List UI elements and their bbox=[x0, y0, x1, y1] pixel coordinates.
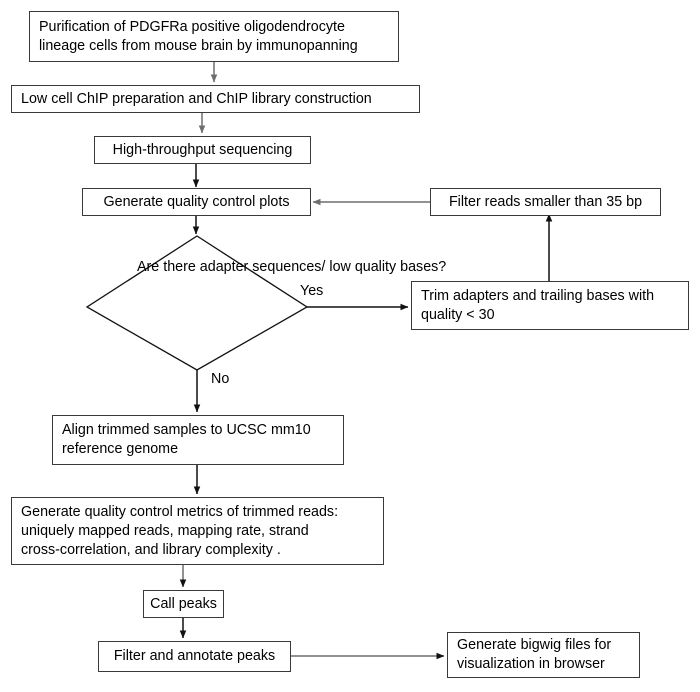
decision-line-1: Are there bbox=[137, 259, 196, 275]
node-trim-adapters[interactable]: Trim adapters and trailing bases with qu… bbox=[411, 281, 689, 330]
node-qc-plots-line-1: Generate quality control plots bbox=[103, 193, 290, 210]
node-chip-prep[interactable]: Low cell ChIP preparation and ChIP libra… bbox=[11, 85, 420, 113]
decision-diamond-shape bbox=[85, 235, 309, 371]
node-qc-metrics-line-2: uniquely mapped reads, mapping rate, str… bbox=[21, 522, 309, 539]
node-trim-adapters-line-1: Trim adapters and trailing bases with bbox=[421, 287, 655, 304]
node-qc-metrics-line-3: cross-correlation, and library complexit… bbox=[21, 541, 281, 558]
node-filter-annotate-line-1: Filter and annotate peaks bbox=[113, 648, 276, 664]
node-filter-annotate[interactable]: Filter and annotate peaks bbox=[98, 641, 291, 672]
decision-line-5: bases? bbox=[400, 259, 447, 275]
node-sequencing-line-1: High-throughput sequencing bbox=[112, 141, 293, 158]
node-align[interactable]: Align trimmed samples to UCSC mm10 refer… bbox=[52, 415, 344, 465]
node-qc-metrics[interactable]: Generate quality control metrics of trim… bbox=[11, 497, 384, 565]
node-sequencing[interactable]: High-throughput sequencing bbox=[94, 136, 311, 164]
decision-line-4: low quality bbox=[329, 259, 397, 275]
node-qc-plots[interactable]: Generate quality control plots bbox=[82, 188, 311, 216]
edge-label-yes: Yes bbox=[300, 283, 324, 299]
node-purification-line-2: lineage cells from mouse brain by immuno… bbox=[39, 37, 358, 54]
node-call-peaks[interactable]: Call peaks bbox=[143, 590, 224, 618]
node-trim-adapters-line-2: quality < 30 bbox=[421, 306, 495, 323]
node-chip-prep-line-1: Low cell ChIP preparation and ChIP libra… bbox=[21, 90, 372, 107]
node-qc-metrics-line-1: Generate quality control metrics of trim… bbox=[21, 503, 339, 520]
node-filter-reads-line-1: Filter reads smaller than 35 bp bbox=[448, 193, 643, 210]
edge-label-no: No bbox=[211, 371, 230, 387]
decision-line-3: sequences/ bbox=[252, 259, 326, 275]
node-call-peaks-line-1: Call peaks bbox=[150, 595, 217, 612]
node-bigwig-line-1: Generate bigwig files for bbox=[457, 637, 612, 653]
node-purification-line-1: Purification of PDGFRa positive oligoden… bbox=[39, 18, 345, 35]
node-decision-adapters-text: Are there adapter sequences/ low quality… bbox=[137, 258, 446, 278]
node-filter-reads[interactable]: Filter reads smaller than 35 bp bbox=[430, 188, 661, 216]
node-purification[interactable]: Purification of PDGFRa positive oligoden… bbox=[29, 11, 399, 62]
node-bigwig[interactable]: Generate bigwig files for visualization … bbox=[447, 632, 640, 678]
node-align-line-1: Align trimmed samples to UCSC mm10 bbox=[62, 422, 311, 438]
node-align-line-2: reference genome bbox=[62, 441, 179, 457]
node-bigwig-line-2: visualization in browser bbox=[457, 656, 605, 672]
decision-line-2: adapter bbox=[199, 259, 249, 275]
